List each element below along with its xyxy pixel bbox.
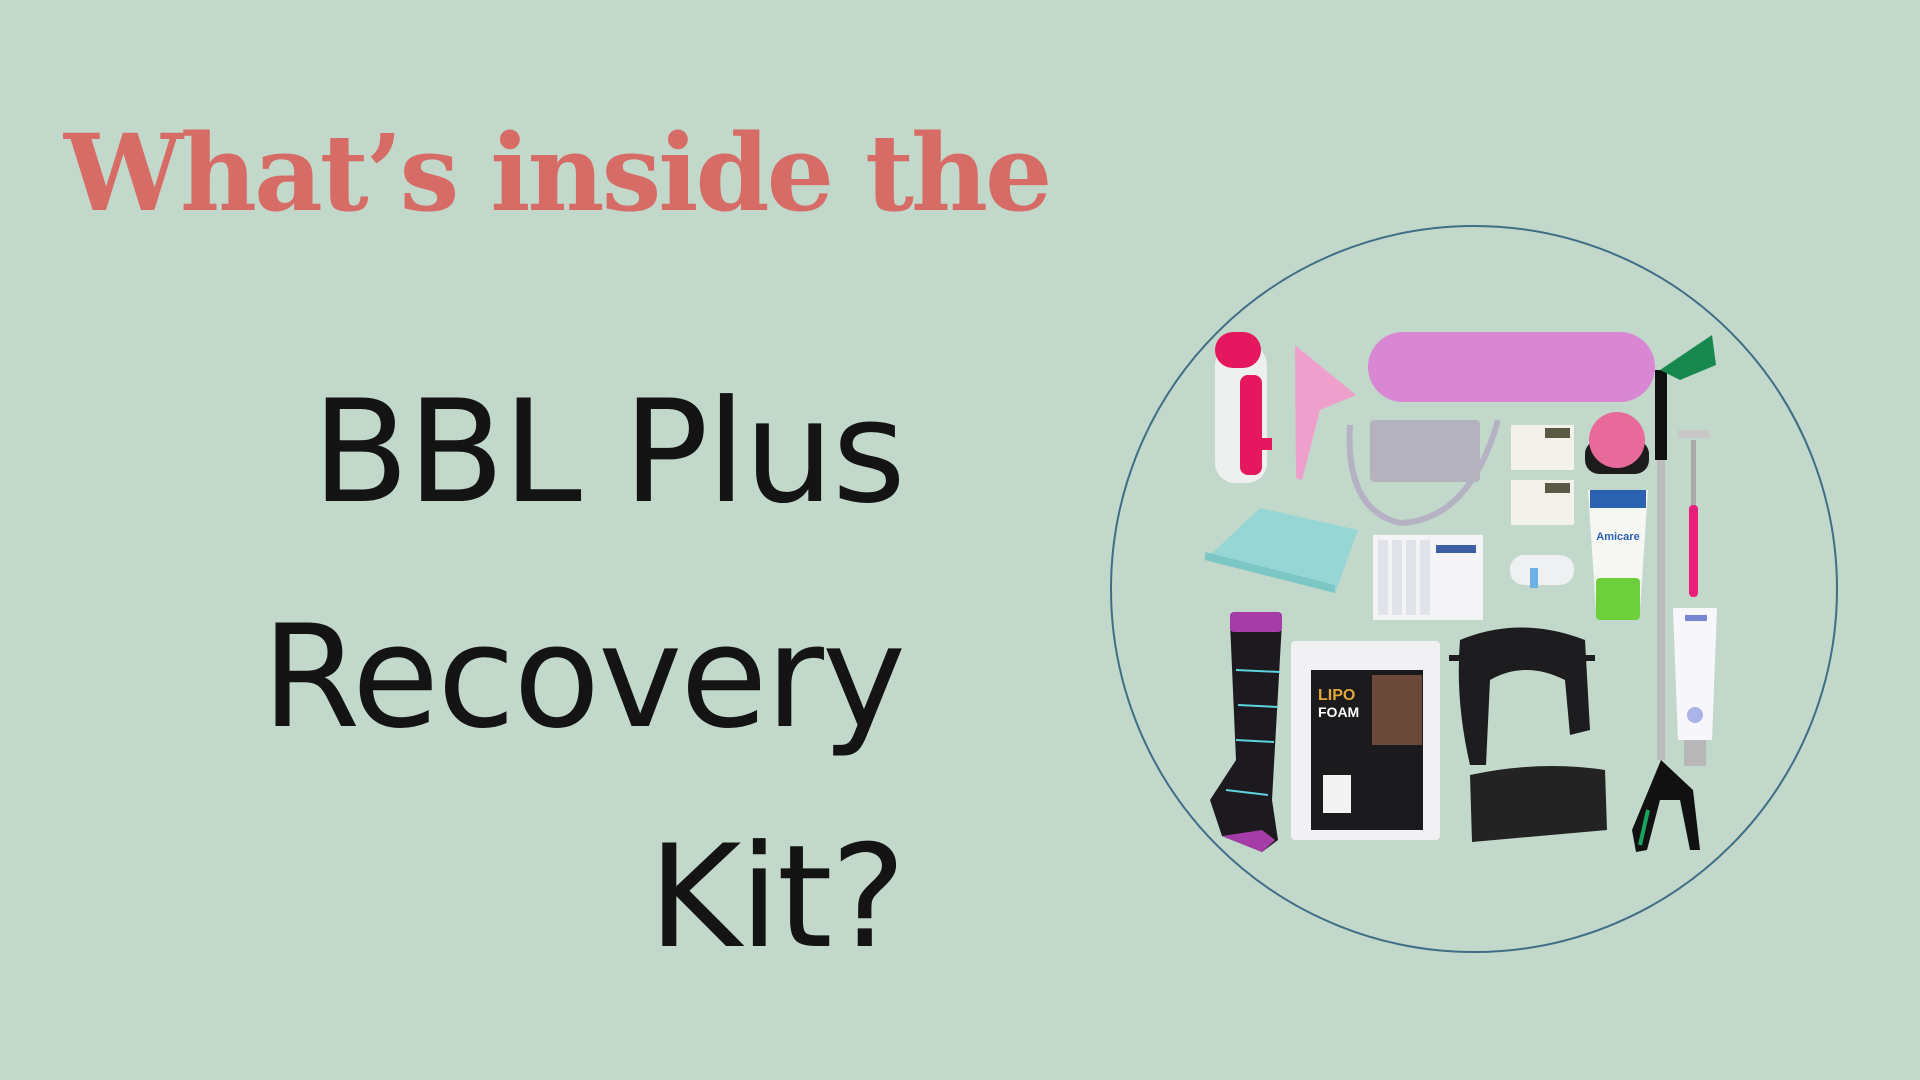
foam-block-icon [1470, 766, 1607, 842]
lipo-foam-pack-icon: LIPO FOAM [1291, 641, 1440, 840]
foam-label-2: FOAM [1318, 704, 1359, 720]
product-line-2: Recovery [261, 595, 906, 760]
water-bottle-icon [1215, 332, 1272, 483]
foam-label-1: LIPO [1318, 687, 1355, 704]
cream-label: Amicare [1596, 531, 1639, 543]
frame-circle [1110, 225, 1838, 953]
compression-sock-icon [1210, 612, 1282, 852]
ointment-tube-icon [1673, 608, 1717, 766]
sling-icon [1346, 419, 1501, 527]
product-line-3: Kit? [648, 815, 906, 980]
bbl-cushion-icon [1449, 627, 1595, 765]
gauze-packs-icon [1373, 535, 1483, 620]
medical-tape-icon [1510, 555, 1574, 588]
arnica-cream-icon: Amicare [1588, 490, 1648, 620]
product-line-1: BBL Plus [311, 370, 906, 535]
reacher-grabber-icon [1632, 335, 1716, 852]
funnel-icon [1295, 345, 1356, 480]
back-scratcher-icon [1678, 430, 1710, 597]
massage-ball-icon [1585, 412, 1649, 474]
pillow-roll-icon [1368, 332, 1655, 402]
underpads-icon [1205, 508, 1358, 593]
tea-packs-icon [1511, 425, 1574, 525]
heading: What’s inside the [64, 110, 1052, 235]
